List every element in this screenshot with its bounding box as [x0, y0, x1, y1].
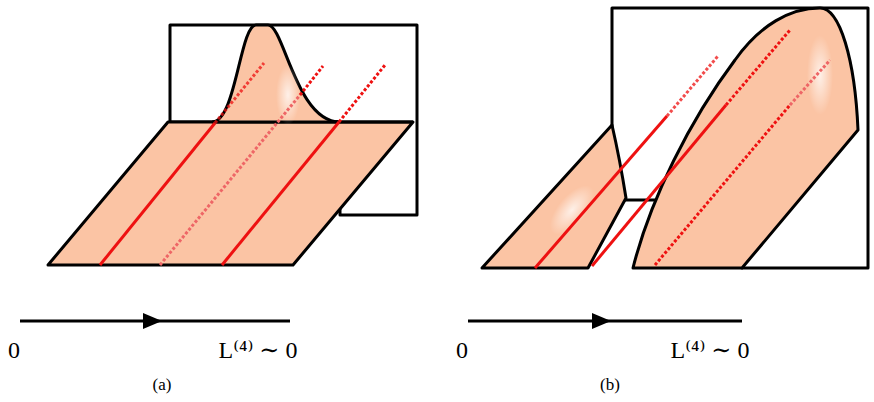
panel-caption: (a) — [153, 376, 172, 393]
axis-end-label: L⁽⁴⁾ ∼ 0 — [219, 338, 298, 362]
panel-b — [468, 8, 868, 329]
axis-origin: 0 — [8, 338, 20, 362]
axis-origin: 0 — [456, 338, 468, 362]
axis-end-label: L⁽⁴⁾ ∼ 0 — [671, 338, 750, 362]
panel-caption: (b) — [600, 376, 620, 393]
panel-a — [20, 25, 417, 329]
